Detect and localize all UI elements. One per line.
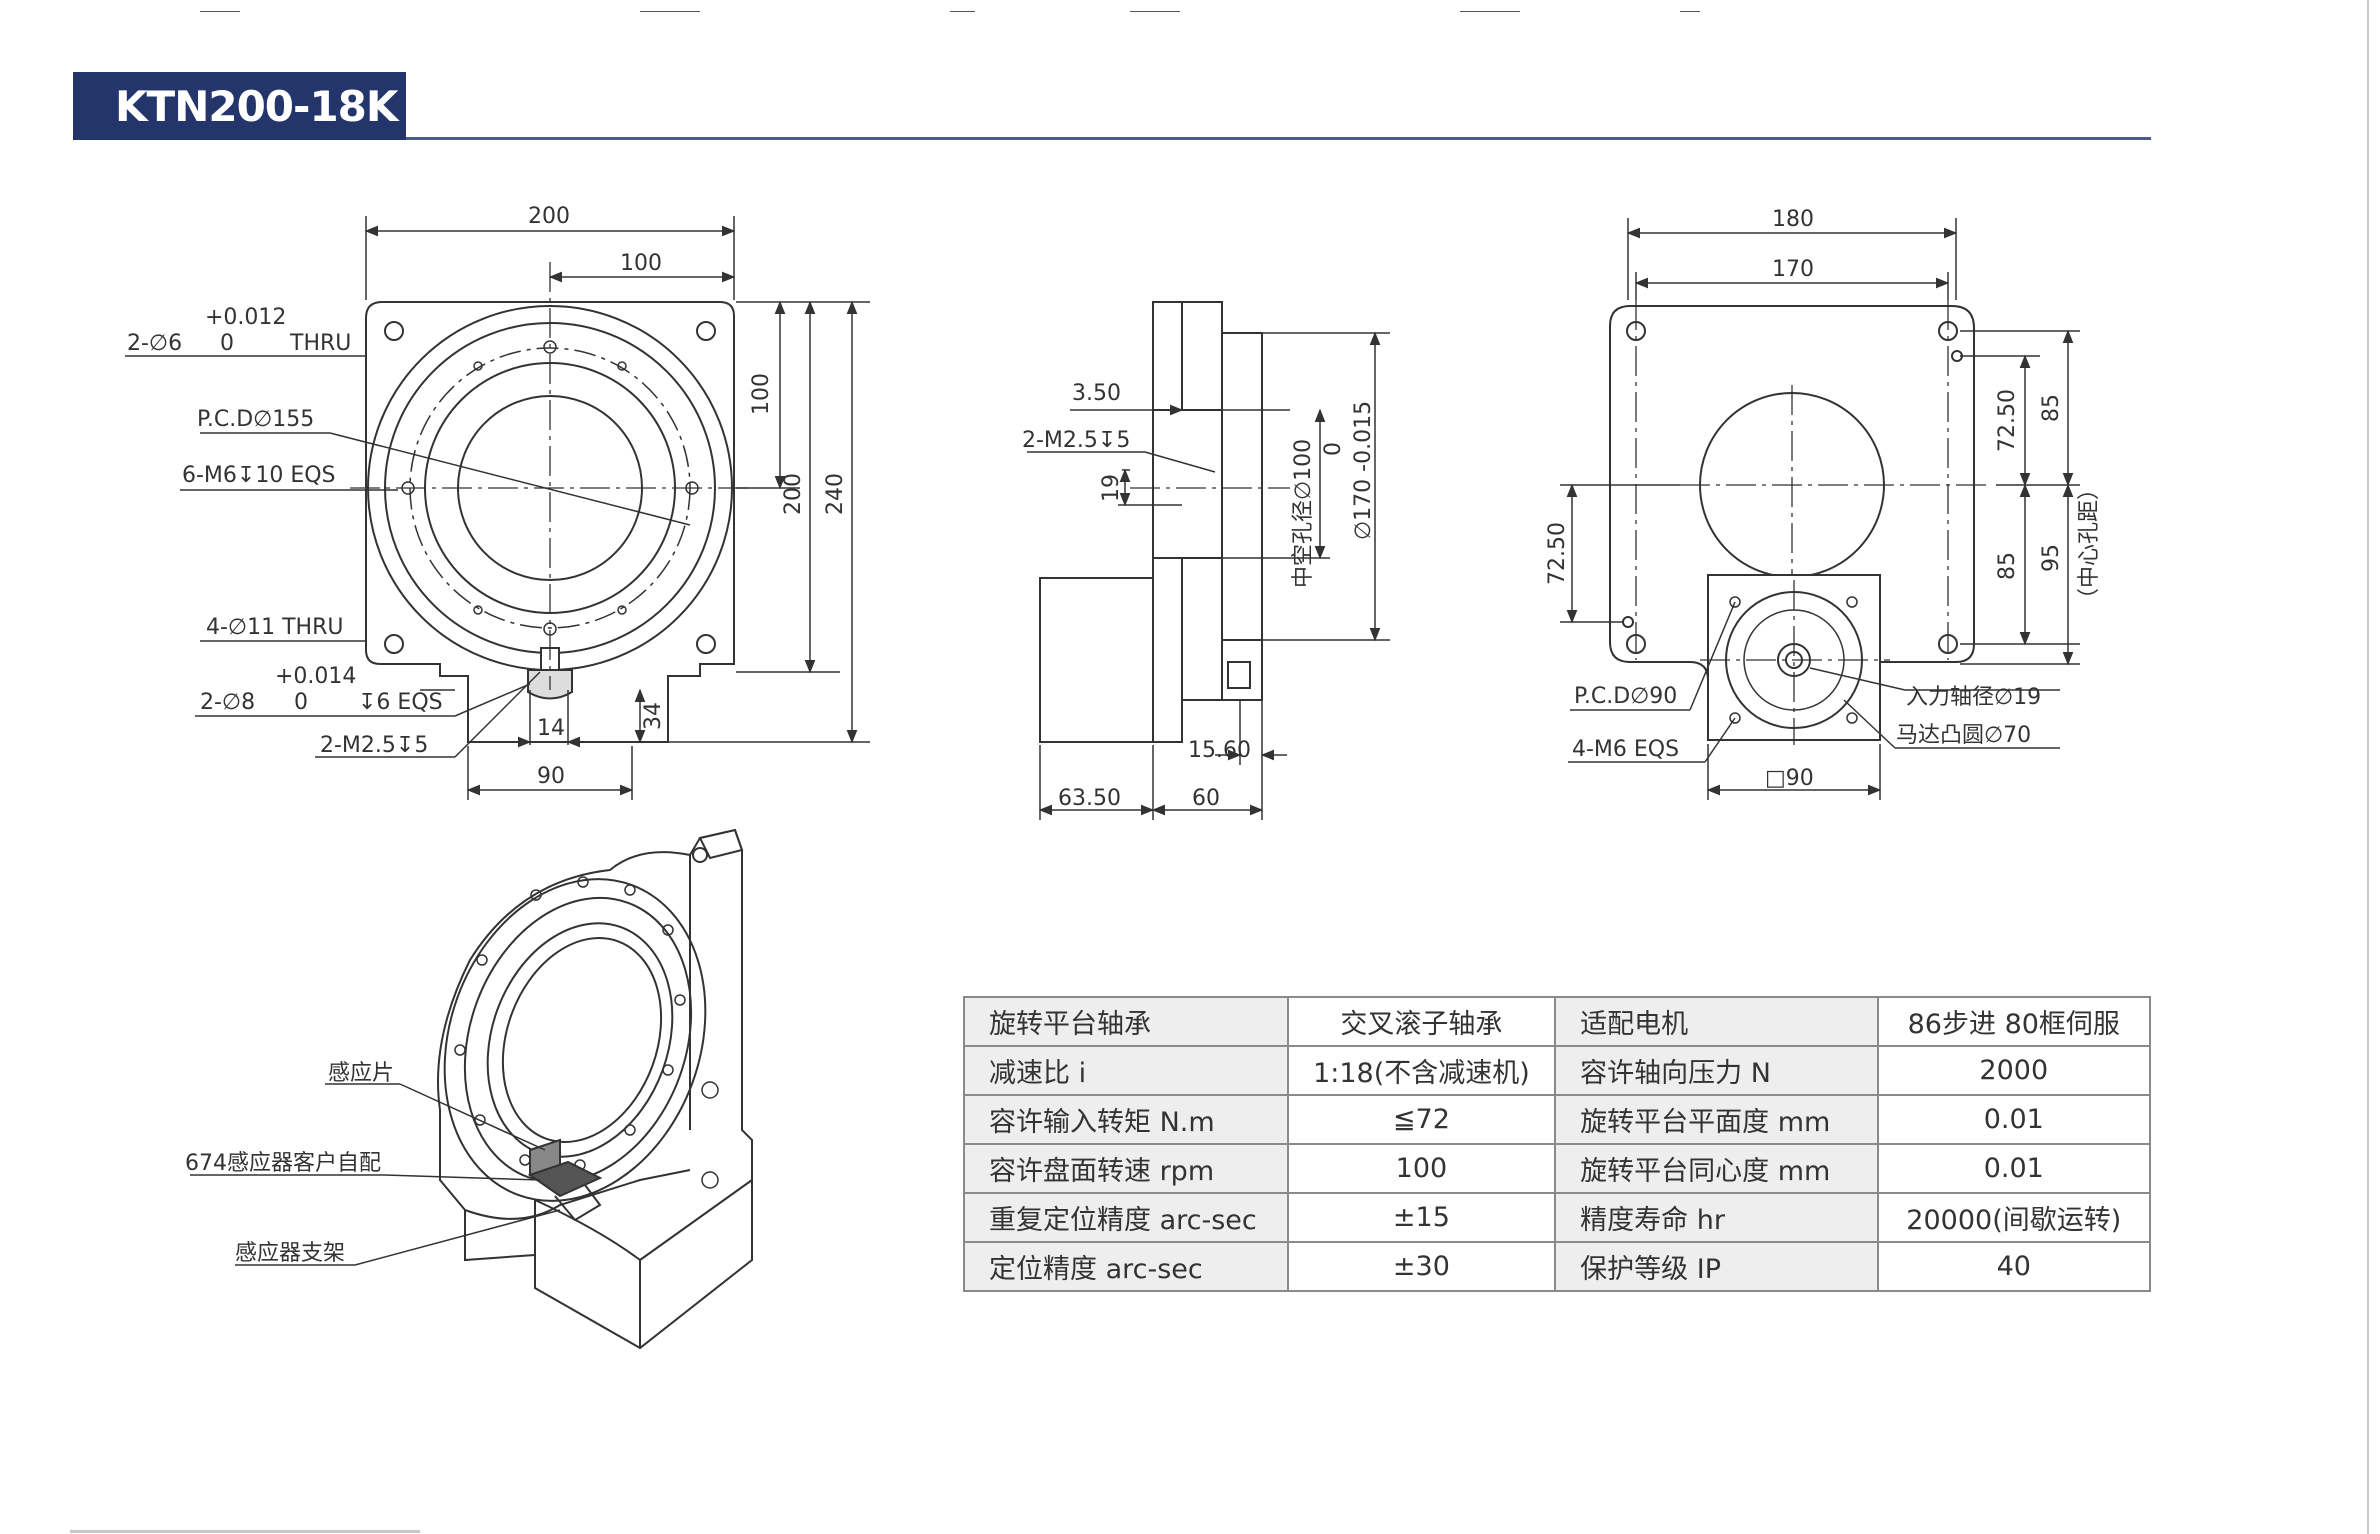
dim-200: 200 xyxy=(528,204,570,229)
motor-view-labels: 180 170 72.50 85 85 95 （中心孔距） 72.50 P.C.… xyxy=(1545,207,2102,791)
spec-label-cell: 容许盘面转速 rpm xyxy=(963,1143,1289,1194)
tol-top-1: +0.012 xyxy=(205,305,286,330)
depth-6-eqs: ↧6 EQS xyxy=(358,690,443,715)
sensor-674-label: 674感应器客户自配 xyxy=(185,1151,381,1176)
side-motor-block xyxy=(1039,577,1154,743)
sensor-bracket-label: 感应器支架 xyxy=(235,1241,345,1266)
spec-value-cell: 2000 xyxy=(1876,1045,2152,1096)
spec-value-cell: 0.01 xyxy=(1876,1094,2152,1145)
front-view-labels: 200 100 +0.012 2-∅6 0 THRU P.C.D∅155 6-M… xyxy=(127,204,848,789)
motor-plate-outline xyxy=(1609,305,1975,741)
spec-value-cell: ±30 xyxy=(1286,1241,1557,1292)
page-edge-line xyxy=(2367,0,2369,1534)
spec-value-cell: ±15 xyxy=(1286,1192,1557,1243)
dim-85-upper: 85 xyxy=(2039,394,2064,422)
model-title: KTN200-18K xyxy=(115,81,398,131)
dim-34: 34 xyxy=(641,702,666,730)
spec-value-cell: 86步进 80框伺服 xyxy=(1876,996,2152,1047)
side-view xyxy=(1027,301,1390,820)
spec-value-cell: 40 xyxy=(1876,1241,2152,1292)
spec-label-cell: 旋转平台平面度 mm xyxy=(1554,1094,1879,1145)
isometric-view xyxy=(190,828,753,1350)
dim-240-vertical: 240 xyxy=(823,473,848,515)
spec-label-cell: 旋转平台同心度 mm xyxy=(1554,1143,1879,1194)
dim-100-vertical: 100 xyxy=(749,373,774,415)
spec-value-cell: 1:18(不含减速机) xyxy=(1286,1045,1557,1096)
spec-label-cell: 精度寿命 hr xyxy=(1554,1192,1879,1243)
side-view-labels: 3.50 2-M2.5↧5 19 中空孔径∅100 0 ∅170 -0.015 … xyxy=(1022,381,1376,811)
spec-label-cell: 容许轴向压力 N xyxy=(1554,1045,1879,1096)
m6-holes: 6-M6↧10 EQS xyxy=(182,463,336,488)
tol-top-2: +0.014 xyxy=(275,664,356,689)
iso-body-outline xyxy=(437,828,753,1350)
spec-value-cell: 100 xyxy=(1286,1143,1557,1194)
pcd-90: P.C.D∅90 xyxy=(1574,684,1677,709)
dim-15-60: 15.60 xyxy=(1188,738,1251,763)
spec-value-cell: ≦72 xyxy=(1286,1094,1557,1145)
spec-label-cell: 容许输入转矩 N.m xyxy=(963,1094,1289,1145)
center-distance-note: （中心孔距） xyxy=(2077,478,2102,610)
dim-3-50: 3.50 xyxy=(1072,381,1121,406)
spec-label-cell: 减速比 i xyxy=(963,1045,1289,1096)
pcd-155: P.C.D∅155 xyxy=(197,407,314,432)
dim-95: 95 xyxy=(2039,544,2064,572)
thru-1: THRU xyxy=(289,331,351,356)
dim-72-50-left: 72.50 xyxy=(1545,522,1570,585)
spec-label-cell: 旋转平台轴承 xyxy=(963,996,1289,1047)
motor-view xyxy=(1560,218,2080,800)
front-view xyxy=(125,216,870,800)
spec-label-cell: 保护等级 IP xyxy=(1554,1241,1879,1292)
spec-value-cell: 0.01 xyxy=(1876,1143,2152,1194)
m25-front: 2-M2.5↧5 xyxy=(320,733,428,758)
dim-14: 14 xyxy=(537,716,565,741)
dim-19: 19 xyxy=(1099,474,1124,502)
spec-label-cell: 重复定位精度 arc-sec xyxy=(963,1192,1289,1243)
bottom-edge-mark xyxy=(70,1530,420,1533)
hole-4x11: 4-∅11 THRU xyxy=(206,615,343,640)
motor-boss: 马达凸圆∅70 xyxy=(1896,723,2031,748)
tol-zero-2: 0 xyxy=(294,690,308,715)
tol-zero-1: 0 xyxy=(220,331,234,356)
model-title-tab: KTN200-18K xyxy=(73,72,406,140)
dim-170: 170 xyxy=(1772,257,1814,282)
front-body-outline xyxy=(365,301,735,743)
m25-side: 2-M2.5↧5 xyxy=(1022,428,1130,453)
input-shaft: 入力轴径∅19 xyxy=(1906,685,2041,710)
dim-60: 60 xyxy=(1192,786,1220,811)
square-90: □90 xyxy=(1765,766,1814,791)
isometric-view-labels: 感应片 674感应器客户自配 感应器支架 xyxy=(185,1061,394,1266)
title-underline xyxy=(406,137,2151,140)
spec-label-cell: 定位精度 arc-sec xyxy=(963,1241,1289,1292)
dim-100: 100 xyxy=(620,251,662,276)
tol-zero-side: 0 xyxy=(1321,442,1346,456)
hole-2x8: 2-∅8 xyxy=(200,690,255,715)
phi-170: ∅170 -0.015 xyxy=(1351,401,1376,540)
hollow-bore: 中空孔径∅100 xyxy=(1291,439,1316,588)
dim-90: 90 xyxy=(537,764,565,789)
dim-85-lower: 85 xyxy=(1995,552,2020,580)
top-edge-marks xyxy=(0,0,2380,12)
dim-72-50-right: 72.50 xyxy=(1995,389,2020,452)
dim-200-vertical: 200 xyxy=(781,473,806,515)
dim-180: 180 xyxy=(1772,207,1814,232)
dim-63-50: 63.50 xyxy=(1058,786,1121,811)
sensor-plate-label: 感应片 xyxy=(328,1061,394,1086)
spec-value-cell: 20000(间歇运转) xyxy=(1876,1192,2152,1243)
hole-2x6: 2-∅6 xyxy=(127,331,182,356)
spec-label-cell: 适配电机 xyxy=(1554,996,1879,1047)
spec-value-cell: 交叉滚子轴承 xyxy=(1286,996,1557,1047)
m6-motor: 4-M6 EQS xyxy=(1572,737,1679,762)
